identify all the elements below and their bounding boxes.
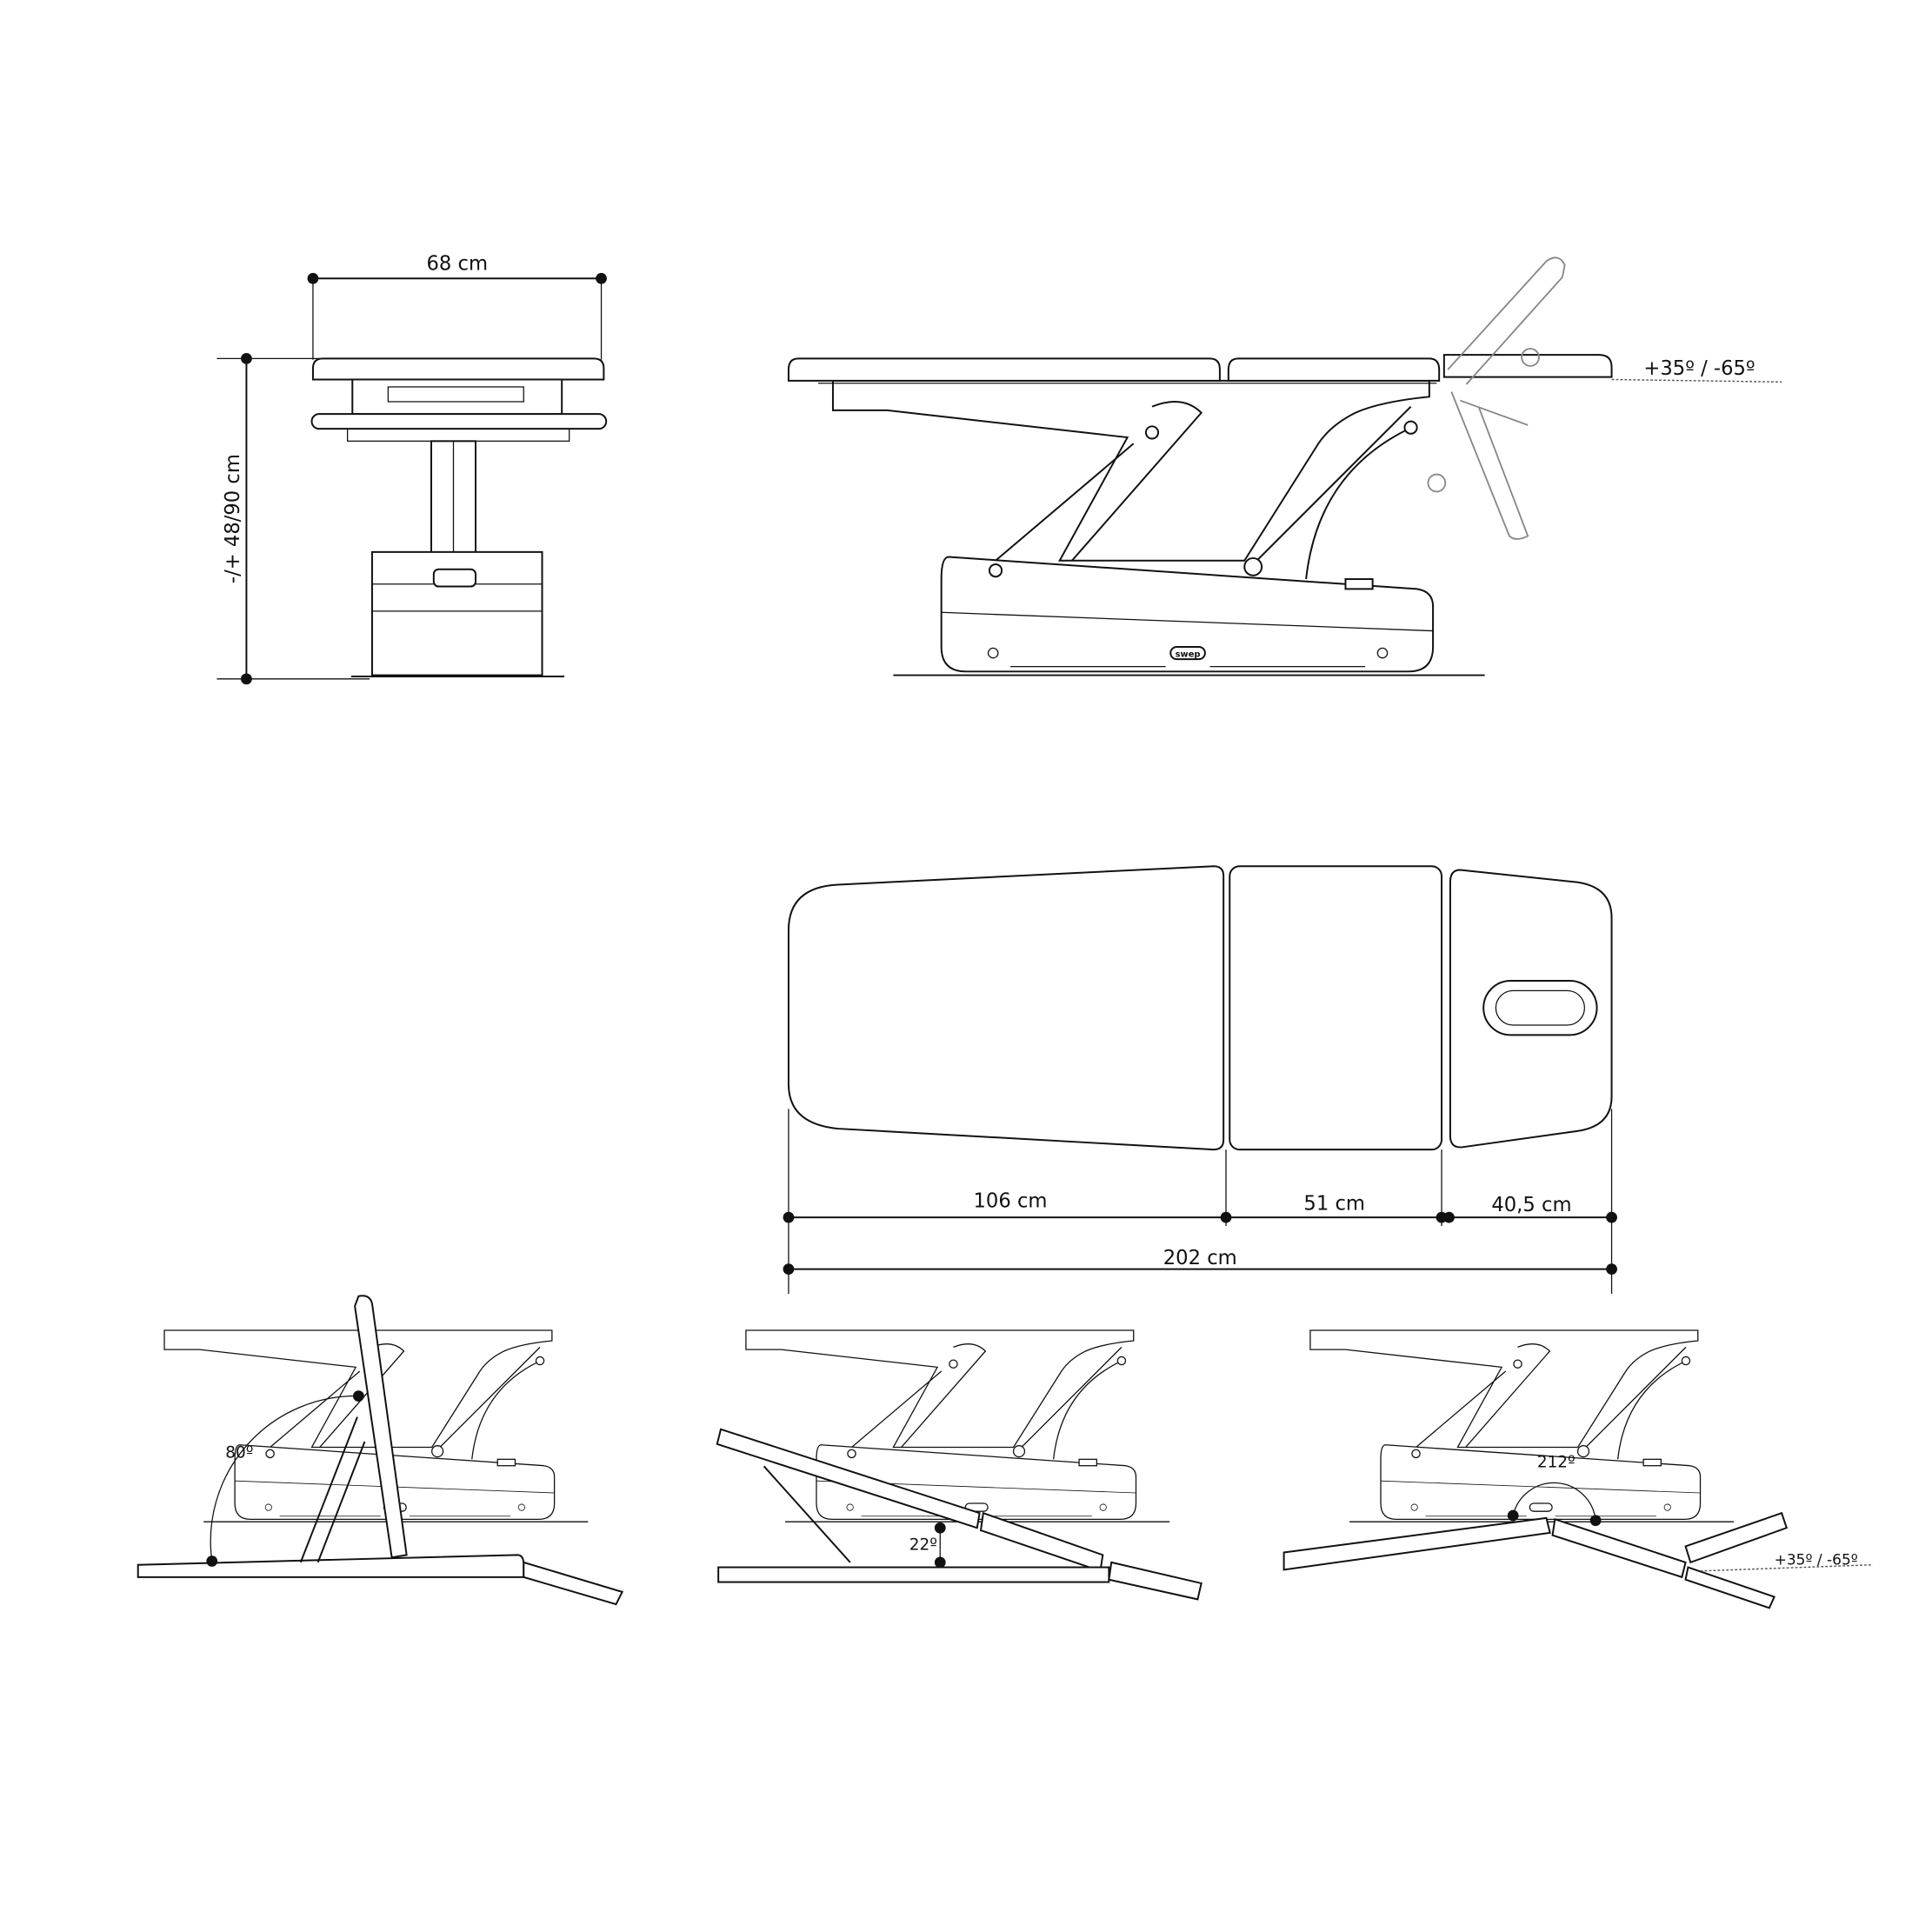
back-section-convex [1282,1516,1551,1571]
height-label: -/+ 48/90 cm [222,454,244,583]
head-angle-label: +35º / -65º [1643,357,1755,380]
convex-angle-label: 212º [1537,1454,1576,1472]
armrest-bar [310,413,608,430]
position-head-angle-label: +35º / -65º [1775,1552,1858,1569]
middle-section [1227,357,1441,382]
base-box [370,550,543,676]
position-inclined: 22º [716,1329,1203,1601]
head-section-lowered-ghost [1450,391,1529,540]
head-section-length: 40,5 cm [1491,1194,1571,1216]
middle-section-top [1229,865,1442,1151]
total-length: 202 cm [1163,1247,1237,1269]
backrest-angle-label: 80º [225,1443,253,1462]
top-view: 106 cm 51 cm 40,5 cm 202 cm [783,865,1617,1294]
tabletop [311,357,605,381]
position-convex: 212º +35º / -65º [1282,1329,1874,1609]
backrest-raised [354,1295,408,1559]
frame [351,378,563,416]
dimension-dot [241,673,252,685]
dimension-dot [596,272,607,284]
dimension-dot [307,272,319,284]
brand-logo: swep [1176,650,1201,659]
incline-angle-label: 22º [909,1536,937,1555]
face-hole [1482,980,1598,1036]
front-view: 68 cm -/+ 48/90 cm [217,252,608,685]
back-section-top [787,865,1225,1151]
dimension-dot [241,352,252,364]
back-section-length: 106 cm [974,1190,1048,1213]
side-view: +35º / -65º swep [787,256,1782,676]
width-label: 68 cm [426,252,488,275]
head-section-raised-ghost [1447,256,1566,385]
position-backrest-upright: 80º [137,1295,624,1606]
middle-section-length: 51 cm [1303,1193,1365,1216]
back-section [787,357,1221,382]
chassis [831,379,1486,676]
back-section-inclined [716,1428,981,1529]
